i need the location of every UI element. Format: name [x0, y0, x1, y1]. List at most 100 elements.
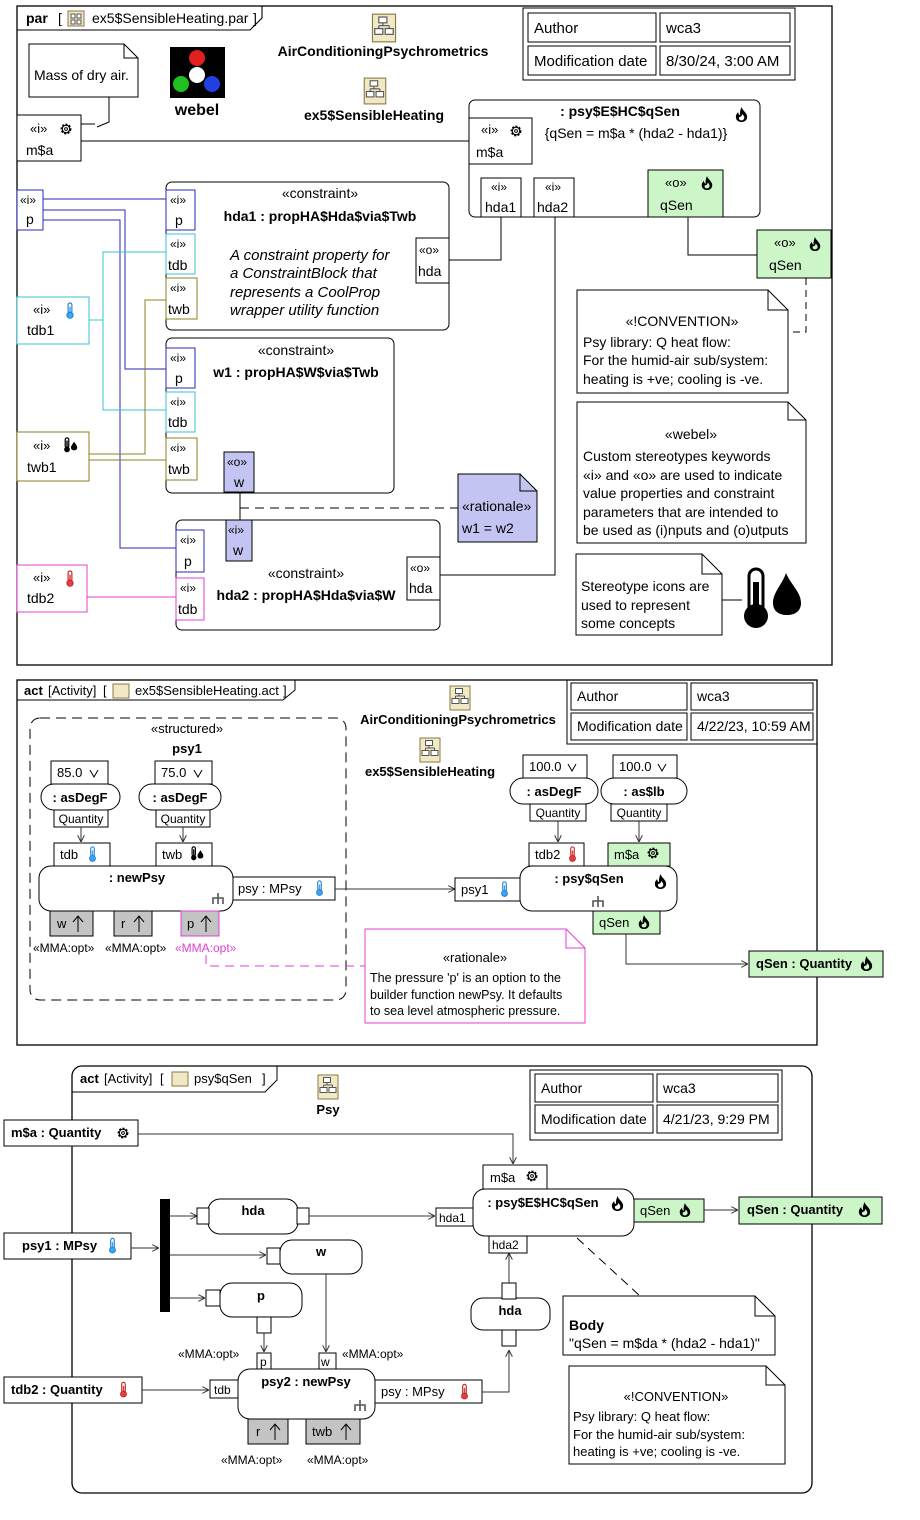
svg-text:twb: twb [168, 461, 190, 477]
psy-e-hc-qsen-action[interactable]: : psy$E$HC$qSen m$a hda1 hda2 qSen [435, 1164, 705, 1254]
asdegf-action[interactable]: : asDegF Quantity [509, 777, 599, 822]
qsen-output-property[interactable]: «o» qSen [756, 229, 832, 279]
act2-diagram-name[interactable]: psy$qSen [194, 1071, 252, 1086]
svg-text:«i»: «i» [33, 302, 50, 317]
act2-info-table: Author wca3 Modification date 4/21/23, 9… [529, 1069, 783, 1141]
svg-text:{qSen = m$a * (hda2 - hda1)}: {qSen = m$a * (hda2 - hda1)} [545, 125, 728, 141]
package-name[interactable]: ex5$SensibleHeating [365, 764, 495, 779]
svg-text:qSen: qSen [599, 915, 629, 930]
asdegf-action[interactable]: : asDegF Quantity [40, 783, 121, 828]
package-name[interactable]: AirConditioningPsychrometrics [360, 712, 556, 727]
package-name[interactable]: ex5$SensibleHeating [304, 107, 444, 123]
svg-text:«i»: «i» [545, 180, 561, 194]
par-diagram-name[interactable]: ex5$SensibleHeating.par [92, 10, 249, 26]
svg-text:«o»: «o» [665, 175, 687, 190]
constraint-hda2[interactable]: «constraint» hda2 : propHA$Hda$via$W «i»… [175, 519, 441, 631]
svg-text:hda2 : propHA$Hda$via$W: hda2 : propHA$Hda$via$W [217, 587, 397, 603]
svg-text:]: ] [283, 683, 287, 698]
svg-text:: psy$E$HC$qSen: : psy$E$HC$qSen [560, 103, 680, 119]
svg-text:«i»: «i» [170, 237, 186, 251]
svg-text:p: p [260, 1355, 267, 1369]
thermometer-icon [108, 1237, 117, 1254]
value-spec-100-tdb[interactable]: 100.0 [522, 754, 588, 779]
structured-region[interactable] [29, 717, 347, 1001]
svg-text:4/22/23, 10:59 AM: 4/22/23, 10:59 AM [697, 718, 811, 734]
svg-text:Quantity: Quantity [161, 812, 206, 826]
svg-text:w: w [56, 916, 67, 931]
constraint-w1[interactable]: «constraint» w1 : propHA$W$via$Twb «i» p… [165, 337, 395, 494]
svg-text:twb: twb [162, 847, 182, 862]
ma-value-property[interactable]: «i» m$a [16, 114, 82, 162]
qsen-constraint-block[interactable]: : psy$E$HC$qSen {qSen = m$a * (hda2 - hd… [468, 99, 761, 218]
package-icon [317, 1074, 339, 1100]
svg-text:«constraint»: «constraint» [282, 185, 358, 201]
newpsy-action[interactable]: : newPsy tdb twb w r p psy : MPsy [38, 842, 336, 937]
p-action[interactable]: p [205, 1282, 303, 1334]
svg-text:«MMA:opt»: «MMA:opt» [33, 941, 95, 955]
package-name[interactable]: Psy [316, 1102, 340, 1117]
svg-text:«MMA:opt»: «MMA:opt» [175, 941, 237, 955]
svg-text:hda2: hda2 [492, 1238, 519, 1252]
svg-text:tdb: tdb [214, 1383, 231, 1397]
svg-text:Psy library: Q heat flow:: Psy library: Q heat flow: [583, 334, 731, 350]
fork-node[interactable] [160, 1199, 170, 1312]
svg-text:«!CONVENTION»: «!CONVENTION» [626, 313, 739, 329]
svg-text:: psy$qSen: : psy$qSen [554, 871, 623, 886]
svg-text:twb1: twb1 [27, 459, 57, 475]
asdegf-action[interactable]: : asDegF Quantity [138, 783, 222, 828]
tdb1-value-property[interactable]: «i» tdb1 [16, 296, 90, 345]
qsen-output-parameter-2[interactable]: qSen : Quantity [738, 1196, 883, 1225]
body-note: Body "qSen = m$da * (hda2 - hda1)" [562, 1295, 776, 1356]
psy-qsen-action[interactable]: : psy$qSen tdb2 m$a psy1 qSen [454, 842, 678, 935]
qsen-output-parameter[interactable]: qSen : Quantity [748, 950, 884, 978]
package-name[interactable]: AirConditioningPsychrometrics [278, 43, 489, 59]
svg-text:«i»: «i» [20, 193, 36, 207]
par-frame-tab [17, 6, 263, 31]
webel-logo-text: webel [174, 102, 219, 119]
psy2-newpsy-action[interactable]: psy2 : newPsy p w tdb r twb psy : MPsy [209, 1352, 483, 1445]
svg-text:w: w [232, 542, 244, 558]
svg-text:represents a CoolProp: represents a CoolProp [230, 284, 380, 301]
svg-text:w: w [315, 1244, 327, 1259]
svg-text:wca3: wca3 [696, 688, 730, 704]
svg-text:«o»: «o» [774, 235, 796, 250]
tdb2-value-property[interactable]: «i» tdb2 [16, 564, 88, 613]
svg-text:hda2: hda2 [537, 199, 568, 215]
activity-icon [112, 683, 130, 699]
value-spec-100-mass[interactable]: 100.0 [612, 754, 678, 779]
act1-info-table: Author wca3 Modification date 4/22/23, 1… [566, 679, 818, 745]
svg-text:: asDegF: : asDegF [53, 790, 108, 805]
svg-text:«MMA:opt»: «MMA:opt» [221, 1453, 283, 1467]
thermometer-icon [89, 846, 96, 862]
svg-text:«i»: «i» [491, 180, 507, 194]
act1-diagram-name[interactable]: ex5$SensibleHeating.act [135, 683, 279, 698]
svg-text:twb: twb [168, 301, 190, 317]
twb1-value-property[interactable]: «i» twb1 [16, 431, 90, 482]
rationale-note-pressure: «rationale» The pressure 'p' is an optio… [364, 928, 586, 1024]
w-action[interactable]: w [266, 1239, 363, 1275]
svg-text:used to represent: used to represent [581, 597, 690, 613]
value-spec-75[interactable]: 75.0 [154, 760, 213, 785]
chevron-down-icon [193, 769, 203, 779]
svg-text:psy : MPsy: psy : MPsy [381, 1384, 445, 1399]
svg-text:«i»: «i» [170, 441, 186, 455]
tdb2-input-parameter[interactable]: tdb2 : Quantity [3, 1376, 143, 1404]
svg-text:«i»: «i» [170, 395, 186, 409]
svg-text:act: act [80, 1071, 99, 1086]
svg-text:p: p [257, 1288, 265, 1303]
value-spec-85[interactable]: 85.0 [50, 760, 109, 785]
svg-text:heating is +ve; cooling is -ve: heating is +ve; cooling is -ve. [573, 1444, 740, 1459]
psy1-input-parameter[interactable]: psy1 : MPsy [3, 1232, 132, 1260]
svg-text:p: p [184, 553, 192, 569]
ma-input-parameter[interactable]: m$a : Quantity [3, 1119, 139, 1147]
hda-action[interactable]: hda [196, 1198, 310, 1235]
thermometer-icon [66, 570, 74, 587]
svg-text:«MMA:opt»: «MMA:opt» [178, 1347, 240, 1361]
par-info-table: Author wca3 Modification date 8/30/24, 3… [522, 7, 796, 81]
convention-note: «!CONVENTION» Psy library: Q heat flow: … [576, 289, 789, 394]
p-value-property[interactable]: «i» p [16, 189, 44, 231]
constraint-hda1[interactable]: «constraint» hda1 : propHA$Hda$via$Twb A… [165, 181, 450, 331]
hda-action-2[interactable]: hda [470, 1282, 551, 1347]
svg-text:hda: hda [241, 1203, 265, 1218]
svg-text:Custom stereotypes keywords: Custom stereotypes keywords [583, 448, 771, 464]
